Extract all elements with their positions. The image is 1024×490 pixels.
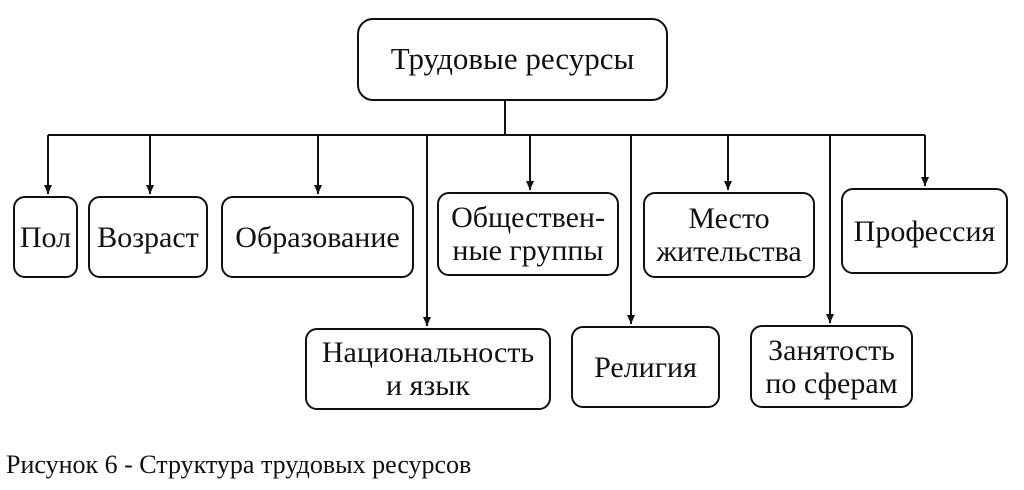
node-obshchestvennye-gruppy: Обществен- ные группы bbox=[437, 192, 619, 276]
node-zanyatost: Занятость по сферам bbox=[750, 325, 913, 408]
node-pol: Пол bbox=[13, 196, 78, 278]
node-obrazovanie: Образование bbox=[221, 196, 414, 278]
node-religiya: Религия bbox=[571, 326, 720, 408]
node-mesto-zhitelstva: Место жительства bbox=[643, 192, 815, 278]
node-vozrast: Возраст bbox=[88, 196, 208, 278]
figure-caption: Рисунок 6 - Структура трудовых ресурсов bbox=[6, 450, 472, 479]
node-natsionalnost: Национальность и язык bbox=[305, 328, 551, 410]
node-professiya: Профессия bbox=[841, 188, 1008, 274]
node-root: Трудовые ресурсы bbox=[357, 18, 668, 101]
